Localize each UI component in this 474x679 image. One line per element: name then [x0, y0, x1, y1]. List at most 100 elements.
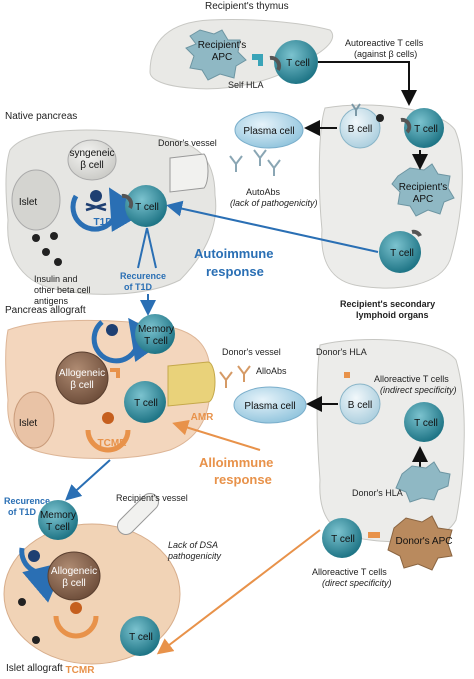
auto-lymphoid-section: Plasma cell B cell T cell Recipient's AP… [166, 103, 463, 289]
autoimmune-label-2: response [206, 264, 264, 279]
t1d-cycle-arrow [70, 187, 147, 232]
pancreas-memory-label-2: T cell [144, 336, 168, 347]
auto-plasma-label: Plasma cell [243, 126, 294, 137]
donor-vessel-native [169, 153, 209, 193]
alloabs-label: AlloAbs [256, 366, 287, 376]
auto-b-cell-label: B cell [348, 124, 372, 135]
syngeneic-label-2: β cell [80, 160, 104, 171]
recipient-vessel-label: Recipient's vessel [116, 493, 188, 503]
islet-t-cell [120, 616, 160, 656]
allo-b-cell [339, 383, 381, 425]
thymus-apc-label-2: APC [212, 52, 233, 63]
autoreactive-label-1: Autoreactive T cells [345, 38, 424, 48]
amr-label: AMR [191, 412, 215, 423]
syngeneic-beta-cell [67, 139, 117, 181]
skull-icon-3 [102, 412, 114, 424]
native-t-cell-label: T cell [135, 202, 159, 213]
auto-to-native-arrow [166, 200, 379, 253]
autoabs-label: AutoAbs [246, 187, 281, 197]
allo-t-cell-bottom-label: T cell [331, 534, 355, 545]
allo-alloreactive-label-1: Alloreactive T cells [374, 374, 449, 384]
auto-plasma-cell [234, 111, 304, 149]
autoab-glyph [229, 155, 243, 172]
donor-apc-label: Donor's APC [396, 536, 453, 547]
amr-vessel [167, 361, 216, 407]
islet-t-cell-label: T cell [129, 632, 153, 643]
thymus-title: Recipient's thymus [205, 1, 289, 12]
allo-donor-hla-mid-label: Donor's HLA [352, 488, 403, 498]
alloimmune-label-2: response [214, 472, 272, 487]
pancreas-allogeneic-label-2: β cell [70, 380, 94, 391]
islet-allogeneic-label-2: β cell [62, 578, 86, 589]
lymphoid-label-2: lymphoid organs [356, 310, 429, 320]
thymus-t-cell [274, 40, 318, 84]
allo-recurrence-label-1: Recurence [4, 496, 50, 506]
auto-apc-label-2: APC [413, 194, 434, 205]
alloimmune-label-1: Alloimmune [199, 455, 273, 470]
pancreas-t-cell [124, 381, 166, 423]
pancreas-memory-t-cell [135, 314, 175, 354]
thymus-t-cell-label: T cell [286, 58, 310, 69]
islet-allogeneic-label-1: Allogeneic [51, 566, 97, 577]
allo-t-cell-right [404, 402, 444, 442]
pancreas-memory-label-1: Memory [138, 324, 174, 335]
pancreas-allograft-islet [13, 391, 55, 449]
dsa-label-1: Lack of DSA [168, 540, 218, 550]
auto-recurrence-label-1: Recurence [120, 271, 166, 281]
autoimmune-label-1: Autoimmune [194, 246, 273, 261]
lymphoid-label-1: Recipient's secondary [340, 299, 435, 309]
antigens-label-3: antigens [34, 296, 69, 306]
dsa-label-2: pathogenicity [167, 551, 222, 561]
pancreas-allogeneic-beta-cell [55, 351, 109, 405]
self-hla-label: Self HLA [228, 80, 264, 90]
alloab-glyph [219, 371, 233, 388]
allo-to-pancreas-arrow [172, 419, 261, 451]
pancreas-allograft-section: Pancreas allograft Islet Memory T cell A… [5, 305, 287, 459]
native-pancreas-title: Native pancreas [5, 111, 77, 122]
allo-t-cell-bottom [322, 518, 362, 558]
allo-b-cell-label: B cell [348, 400, 372, 411]
antigens-label-1: Insulin and [34, 274, 78, 284]
islet-tcmr-label: TCMR [66, 665, 96, 676]
autoimmune-response: Autoimmune response Recurence of T1D [120, 227, 273, 316]
pancreas-donor-vessel-label: Donor's vessel [222, 347, 281, 357]
recipient-apc-cell [185, 29, 247, 81]
native-islet [11, 169, 61, 231]
auto-apc-label-1: Recipient's [399, 182, 448, 193]
islet-allograft-title: Islet allograft [6, 663, 63, 674]
allo-direct-label-2: (direct specificity) [322, 578, 392, 588]
autoabs-note: (lack of pathogenicity) [230, 198, 318, 208]
auto-t-cell-bottom-label: T cell [390, 248, 414, 259]
allo-recurrence-label-2: of T1D [8, 507, 36, 517]
native-islet-label: Islet [19, 197, 38, 208]
allo-direct-label-1: Alloreactive T cells [312, 567, 387, 577]
allo-recipient-apc [395, 461, 451, 503]
allo-donor-hla-top-label: Donor's HLA [316, 347, 367, 357]
native-donor-vessel-label: Donor's vessel [158, 138, 217, 148]
auto-recurrence-label-2: of T1D [124, 282, 152, 292]
islet-allogeneic-beta-cell [47, 551, 101, 601]
islet-allograft-section: Islet allograft Memory T cell Allogeneic… [3, 493, 222, 676]
recipient-vessel [117, 493, 159, 535]
syngeneic-label-1: syngeneic [69, 148, 114, 159]
allo-t-cell-right-label: T cell [414, 418, 438, 429]
donor-apc-cell [387, 515, 453, 571]
auto-b-cell [339, 107, 381, 149]
auto-t-cell-top [404, 108, 444, 148]
allograft-islet-label: Islet [19, 418, 38, 429]
thymus-apc-label-1: Recipient's [198, 40, 247, 51]
antigens-label-2: other beta cell [34, 285, 91, 295]
islet-memory-t-cell [38, 500, 78, 540]
skull-icon-5 [70, 602, 82, 614]
thymus-to-lymphoid-arrow [318, 61, 417, 106]
pancreas-tcmr-label: TCMR [98, 438, 128, 449]
thymus-section: Recipient's thymus Recipient's APC Self … [149, 1, 424, 106]
auto-t-cell-top-label: T cell [414, 124, 438, 135]
islet-memory-label-2: T cell [46, 522, 70, 533]
allo-plasma-label: Plasma cell [244, 401, 295, 412]
auto-t-cell-bottom [379, 231, 421, 273]
pancreas-t-cell-label: T cell [134, 398, 158, 409]
alloimmune-response: Alloimmune response Recurence of T1D [4, 419, 321, 655]
pancreas-allogeneic-label-1: Allogeneic [59, 368, 105, 379]
